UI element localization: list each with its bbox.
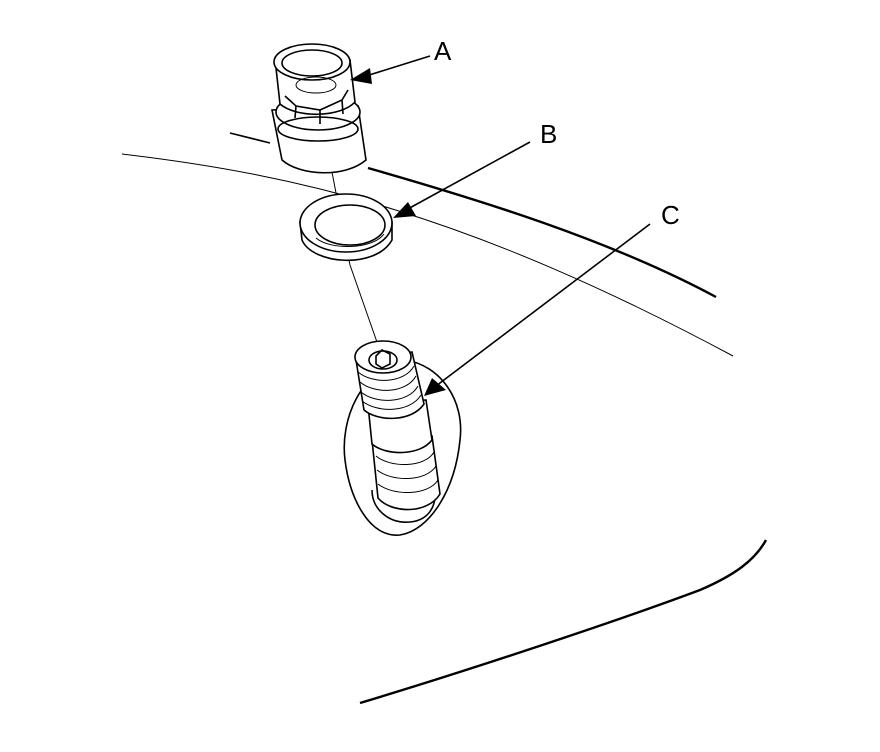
callout-label-b: B [540, 119, 557, 149]
leader-line-b [405, 141, 531, 211]
socket-nut-part [271, 43, 367, 174]
body-outline-lines [121, 132, 768, 705]
stud-bolt-part [343, 340, 462, 536]
leader-line-c [435, 223, 651, 387]
outer-contour-line [121, 153, 734, 357]
leader-lines [350, 55, 651, 396]
washer-part [299, 193, 393, 262]
mounting-boss [343, 359, 462, 536]
upper-edge-line-left [229, 132, 271, 144]
upper-edge-line-right [367, 166, 717, 299]
arrowhead-b [393, 202, 416, 218]
arrowhead-c [424, 378, 446, 396]
arrowhead-a [350, 68, 372, 84]
leader-line-a [365, 55, 431, 77]
lower-contour-line [359, 539, 768, 705]
callout-label-c: C [661, 200, 680, 230]
callout-label-a: A [434, 36, 452, 66]
